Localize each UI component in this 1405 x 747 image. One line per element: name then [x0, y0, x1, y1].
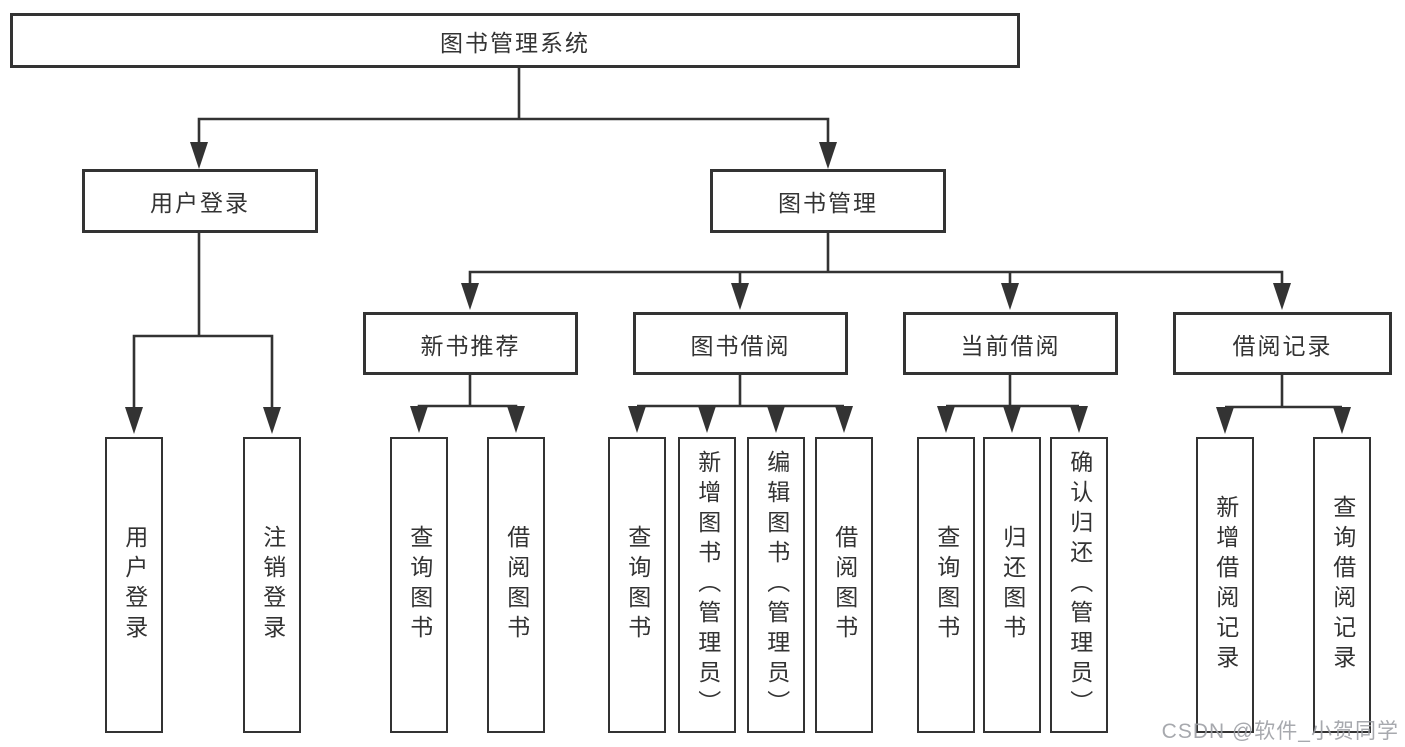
- leaf-add-books-admin: 新增图书（管理员）: [678, 437, 736, 733]
- leaf-label: 归还图书: [999, 525, 1026, 645]
- node-user-login: 用户登录: [82, 169, 318, 233]
- csdn-watermark: CSDN @软件_小贺同学: [1161, 720, 1399, 743]
- node-library-management-system: 图书管理系统: [10, 13, 1020, 68]
- node-label: 新书推荐: [420, 332, 521, 359]
- leaf-label: 查询借阅记录: [1329, 495, 1356, 675]
- leaf-query-borrow-record: 查询借阅记录: [1313, 437, 1371, 733]
- node-label: 当前借阅: [960, 332, 1061, 359]
- leaf-edit-books-admin: 编辑图书（管理员）: [747, 437, 805, 733]
- node-label: 借阅记录: [1232, 332, 1333, 359]
- leaf-user-login: 用户登录: [105, 437, 163, 733]
- leaf-borrow-books-1: 借阅图书: [487, 437, 545, 733]
- leaf-label: 注销登录: [259, 525, 286, 645]
- leaf-return-books: 归还图书: [983, 437, 1041, 733]
- node-label: 图书管理系统: [440, 29, 590, 56]
- node-label: 图书管理: [778, 190, 878, 216]
- leaf-label: 查询图书: [624, 525, 651, 645]
- leaf-label: 借阅图书: [503, 525, 530, 645]
- leaf-logout: 注销登录: [243, 437, 301, 733]
- node-current-borrowing: 当前借阅: [903, 312, 1118, 375]
- leaf-borrow-books-2: 借阅图书: [815, 437, 873, 733]
- node-label: 用户登录: [150, 190, 250, 216]
- leaf-query-books-2: 查询图书: [608, 437, 666, 733]
- node-book-management: 图书管理: [710, 169, 946, 233]
- leaf-label: 查询图书: [933, 525, 960, 645]
- leaf-query-books-3: 查询图书: [917, 437, 975, 733]
- node-book-borrowing: 图书借阅: [633, 312, 848, 375]
- leaf-label: 新增借阅记录: [1212, 495, 1239, 675]
- leaf-label: 编辑图书（管理员）: [763, 450, 790, 720]
- leaf-label: 借阅图书: [831, 525, 858, 645]
- leaf-confirm-return-admin: 确认归还（管理员）: [1050, 437, 1108, 733]
- node-label: 图书借阅: [690, 332, 791, 359]
- leaf-label: 查询图书: [406, 525, 433, 645]
- leaf-add-borrow-record: 新增借阅记录: [1196, 437, 1254, 733]
- leaf-label: 用户登录: [121, 525, 148, 645]
- node-borrowing-records: 借阅记录: [1173, 312, 1392, 375]
- leaf-label: 新增图书（管理员）: [694, 450, 721, 720]
- leaf-label: 确认归还（管理员）: [1066, 450, 1093, 720]
- leaf-query-books-1: 查询图书: [390, 437, 448, 733]
- node-new-book-recommend: 新书推荐: [363, 312, 578, 375]
